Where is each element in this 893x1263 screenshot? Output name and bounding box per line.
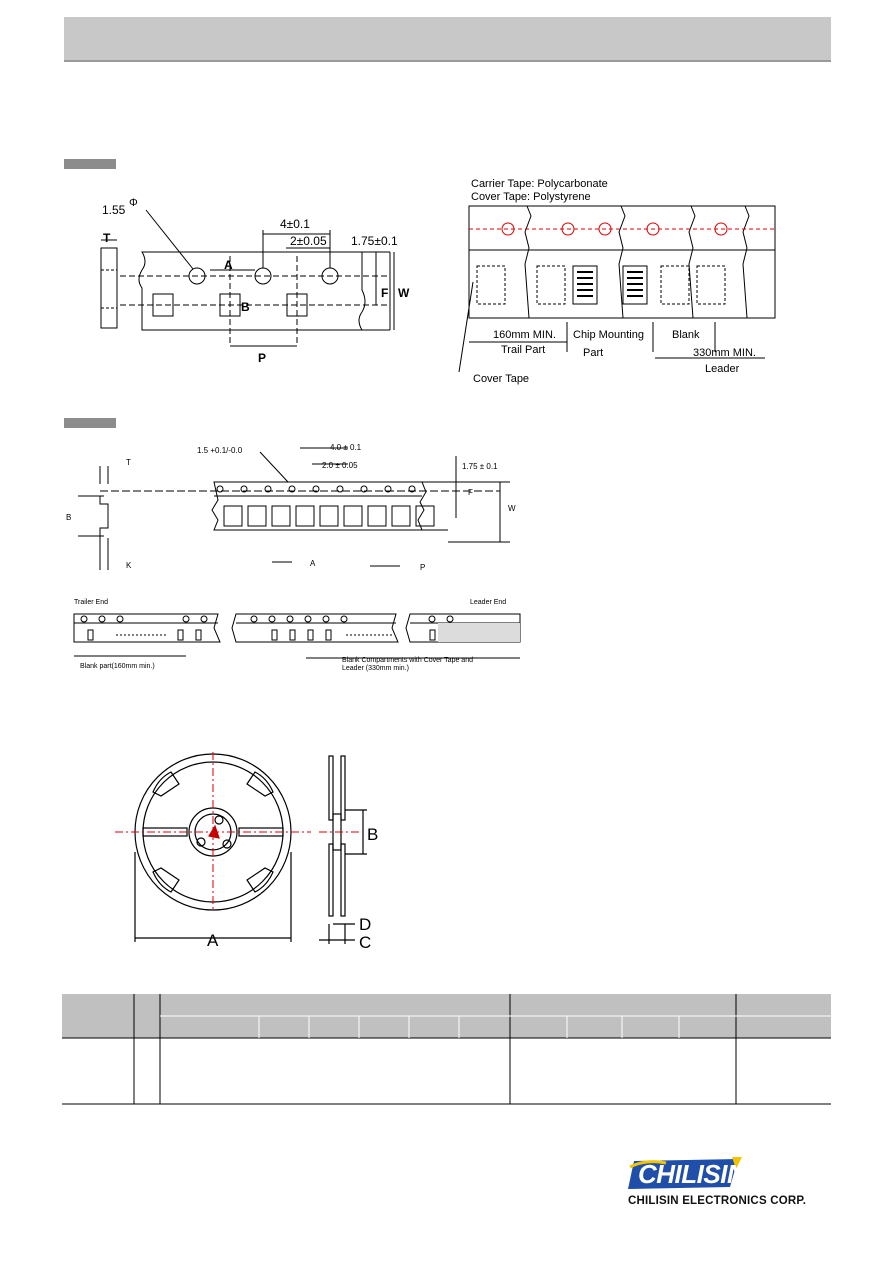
tape-layout-drawing: Carrier Tape: Polycarbonate Cover Tape: … bbox=[458, 178, 776, 385]
tape-break bbox=[688, 205, 696, 319]
section-marker-tape bbox=[64, 159, 116, 169]
blank-label: Blank bbox=[672, 329, 700, 341]
reel-drawing: A B D C bbox=[115, 752, 378, 952]
tape-break bbox=[524, 205, 532, 319]
chip-pocket bbox=[622, 265, 648, 305]
paper-tape-dimension-drawing: T 1.55 Φ 4±0.1 2±0.05 1.75±0.1 A B F W P bbox=[100, 197, 410, 365]
tape-break bbox=[742, 205, 750, 319]
page-header-bar bbox=[64, 17, 831, 62]
emb-a-label: A bbox=[310, 559, 316, 568]
emb-e-label: 1.75 ± 0.1 bbox=[462, 462, 498, 471]
company-logo: CHILISIN CHILISIN ELECTRONICS CORP. bbox=[626, 1157, 826, 1212]
embossed-tape-body bbox=[211, 481, 427, 531]
empty-pocket bbox=[660, 265, 690, 305]
cover-tape-label: Cover Tape bbox=[473, 373, 529, 385]
tape-side-profile bbox=[99, 496, 109, 538]
dim-e-label: 1.75±0.1 bbox=[351, 234, 398, 248]
section-marker-embossed bbox=[64, 418, 116, 428]
empty-pocket bbox=[536, 265, 566, 305]
emb-t-label: T bbox=[126, 458, 131, 467]
middle-segment bbox=[231, 613, 399, 643]
emb-b-label: B bbox=[66, 513, 71, 522]
reel-a-label: A bbox=[207, 931, 219, 950]
emb-f-label: F bbox=[468, 488, 473, 497]
emb-w-label: W bbox=[508, 504, 516, 513]
tape-ends-drawing: Trailer End Leader End Blank part(160mm … bbox=[73, 599, 521, 672]
empty-pocket bbox=[476, 265, 506, 305]
emb-pitch-4-label: 4.0 ± 0.1 bbox=[330, 443, 362, 452]
blank-compartments-leader-label: Leader (330mm min.) bbox=[342, 665, 409, 672]
emb-p-label: P bbox=[420, 563, 425, 572]
trail-length-label: 160mm MIN. bbox=[493, 329, 556, 341]
carrier-tape bbox=[468, 205, 776, 319]
emb-pitch-2-label: 2.0 ± 0.05 bbox=[322, 461, 358, 470]
dim-hole-symbol: Φ bbox=[129, 197, 138, 209]
dim-f-label: F bbox=[381, 286, 388, 300]
trail-part-label: Trail Part bbox=[501, 344, 545, 356]
leader-label: Leader bbox=[705, 363, 740, 375]
reel-b-label: B bbox=[367, 825, 378, 844]
embossed-tape-drawing: 1.5 +0.1/-0.0 4.0 ± 0.1 2.0 ± 0.05 1.75 … bbox=[66, 443, 516, 572]
carrier-tape-label: Carrier Tape: Polycarbonate bbox=[471, 178, 608, 190]
logo-wordmark: CHILISIN bbox=[638, 1159, 746, 1189]
trailer-end-label: Trailer End bbox=[74, 599, 108, 606]
leader-length-label: 330mm MIN. bbox=[693, 347, 756, 359]
dim-w-label: W bbox=[398, 286, 410, 300]
spec-table bbox=[62, 994, 831, 1105]
tape-side-view bbox=[100, 247, 118, 329]
reel-d-label: D bbox=[359, 915, 371, 934]
dim-a-label: A bbox=[224, 258, 233, 272]
reel-c-label: C bbox=[359, 933, 371, 952]
empty-pocket bbox=[696, 265, 726, 305]
logo-emblem bbox=[628, 1157, 742, 1189]
company-name: CHILISIN ELECTRONICS CORP. bbox=[628, 1195, 807, 1207]
tape-body bbox=[138, 251, 366, 331]
emb-hole-label: 1.5 +0.1/-0.0 bbox=[197, 446, 243, 455]
trailer-end-segment bbox=[73, 613, 221, 643]
dim-hole-label: 1.55 bbox=[102, 203, 126, 217]
cover-tape-material-label: Cover Tape: Polystyrene bbox=[471, 191, 591, 203]
blank-compartments-label: Blank Compartments with Cover Tape and bbox=[342, 657, 473, 664]
dim-pitch-2-label: 2±0.05 bbox=[290, 234, 327, 248]
dim-p-label: P bbox=[258, 351, 266, 365]
dim-t-label: T bbox=[103, 231, 111, 245]
chip-part-label: Part bbox=[583, 347, 603, 359]
chip-pocket bbox=[572, 265, 598, 305]
tape-break bbox=[618, 205, 626, 319]
chip-mounting-label: Chip Mounting bbox=[573, 329, 644, 341]
emb-k-label: K bbox=[126, 561, 132, 570]
dim-pitch-4-label: 4±0.1 bbox=[280, 217, 310, 231]
dim-b-label: B bbox=[241, 300, 250, 314]
blank-part-label: Blank part(160mm min.) bbox=[80, 663, 155, 670]
leader-end-label: Leader End bbox=[470, 599, 506, 606]
